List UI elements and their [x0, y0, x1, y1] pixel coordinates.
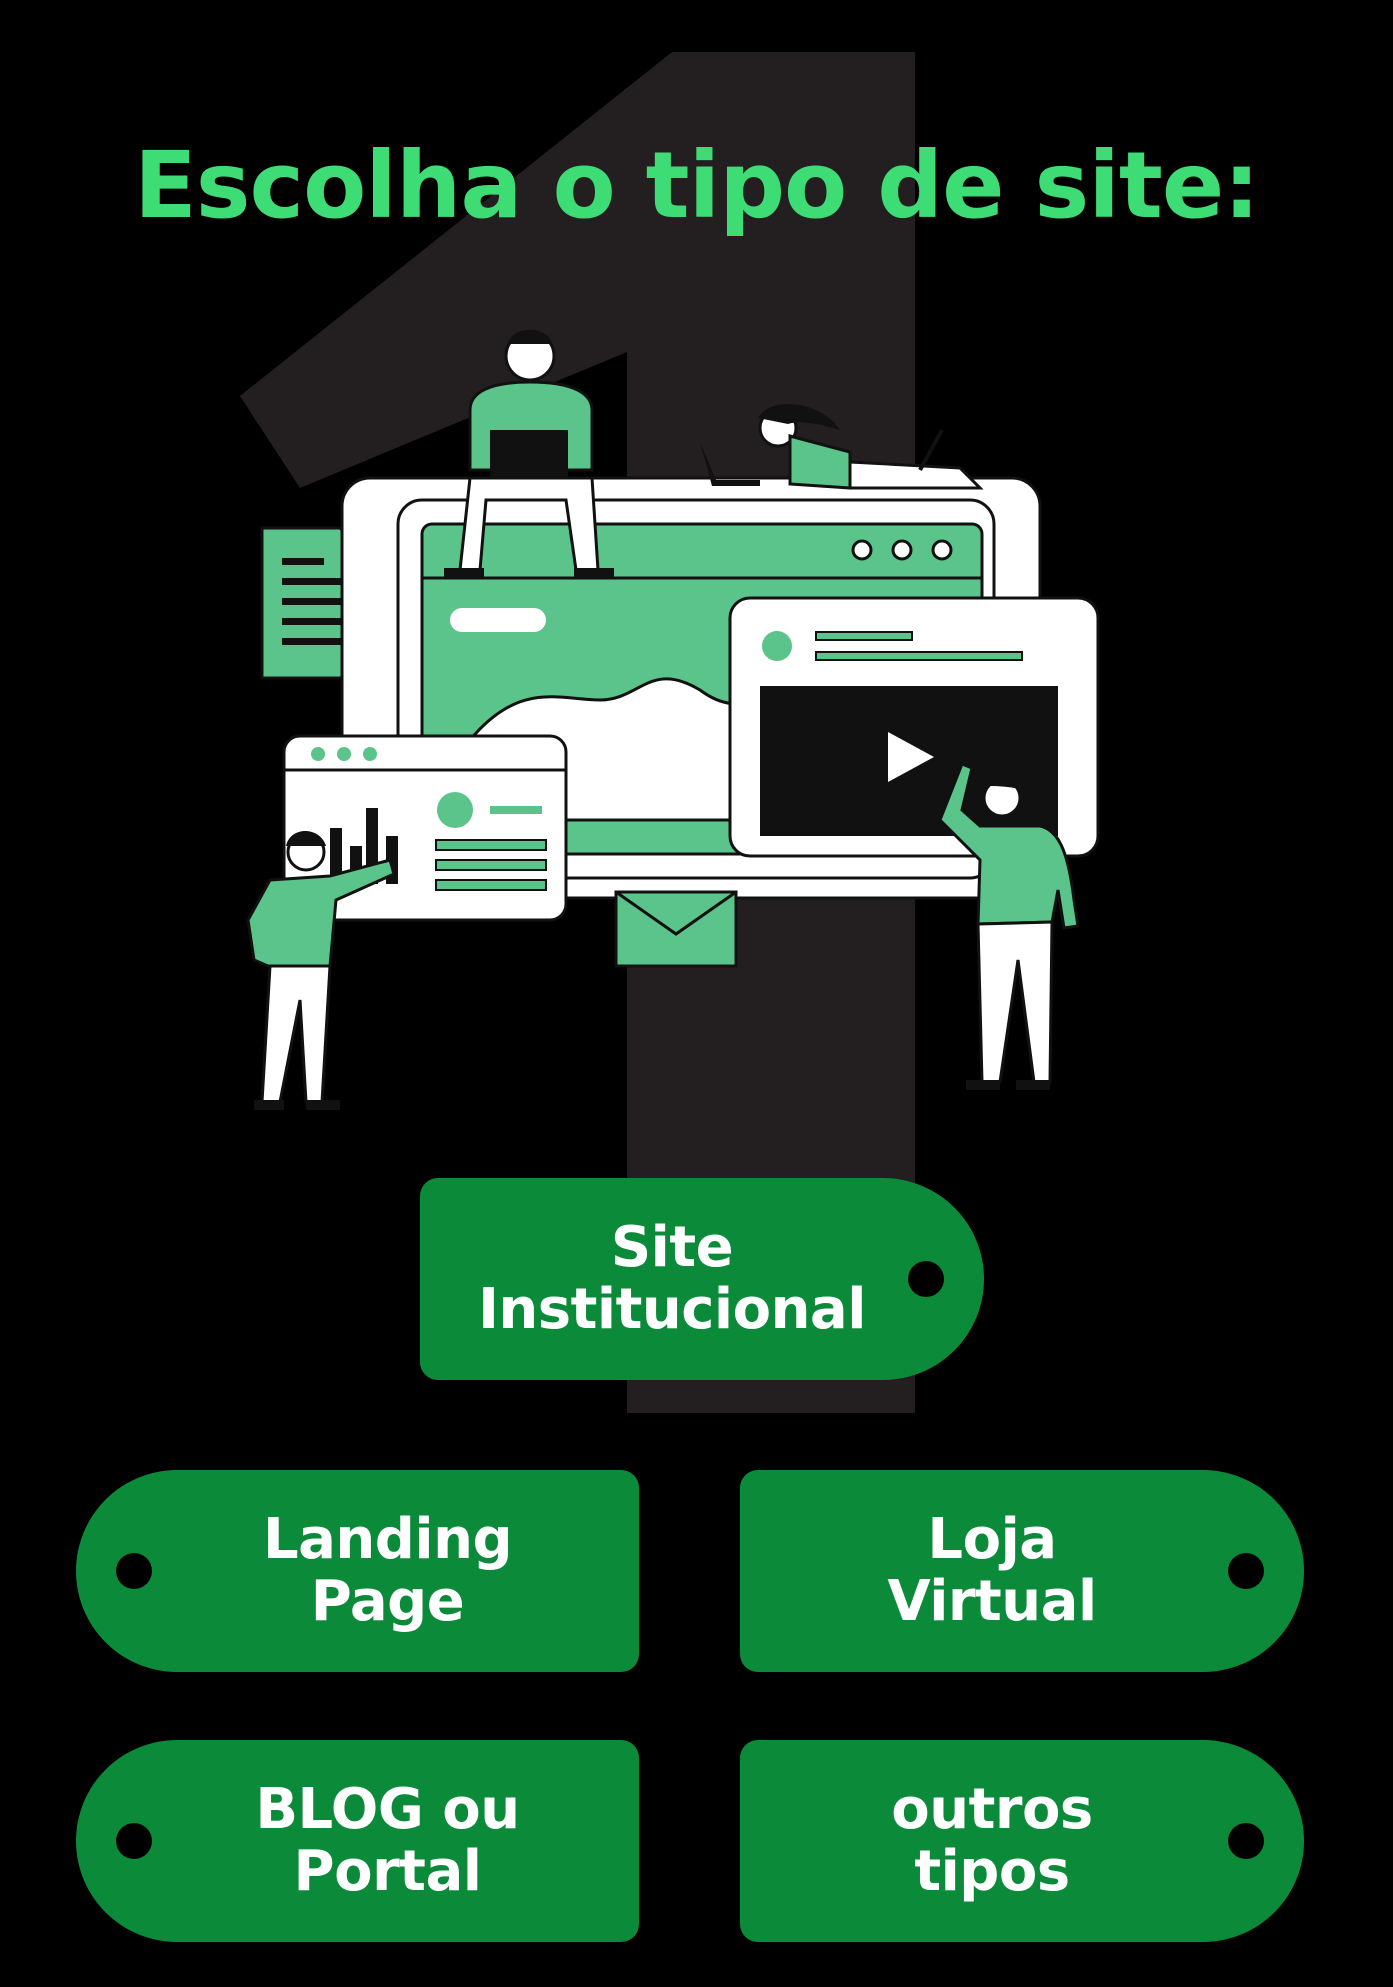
tag-hole-icon [116, 1823, 152, 1859]
option-loja-virtual[interactable]: Loja Virtual [740, 1470, 1304, 1672]
option-label: BLOG ou Portal [255, 1777, 520, 1904]
tag-hole-icon [1228, 1823, 1264, 1859]
page-title: Escolha o tipo de site: [133, 132, 1260, 239]
option-label: outros tipos [891, 1777, 1093, 1904]
window-dot-icon [931, 539, 953, 561]
bar-icon [330, 828, 342, 884]
window-dot-icon [851, 539, 873, 561]
option-label: Site Institucional [478, 1215, 866, 1342]
person-pointing-left-icon [246, 831, 396, 1110]
video-window [728, 596, 1100, 858]
option-blog-portal[interactable]: BLOG ou Portal [76, 1740, 639, 1942]
person-pointing-right-icon [938, 762, 1080, 1090]
option-label: Landing Page [262, 1507, 513, 1634]
option-site-institucional[interactable]: Site Institucional [420, 1178, 984, 1380]
person-sitting-icon [444, 329, 614, 578]
person-lying-icon [700, 404, 984, 490]
option-landing-page[interactable]: Landing Page [76, 1470, 639, 1672]
option-outros-tipos[interactable]: outros tipos [740, 1740, 1304, 1942]
play-icon [888, 732, 934, 782]
option-label: Loja Virtual [887, 1507, 1097, 1634]
window-dot-icon [891, 539, 913, 561]
tag-hole-icon [908, 1261, 944, 1297]
envelope-icon [614, 890, 738, 968]
tag-hole-icon [116, 1553, 152, 1589]
tag-hole-icon [1228, 1553, 1264, 1589]
